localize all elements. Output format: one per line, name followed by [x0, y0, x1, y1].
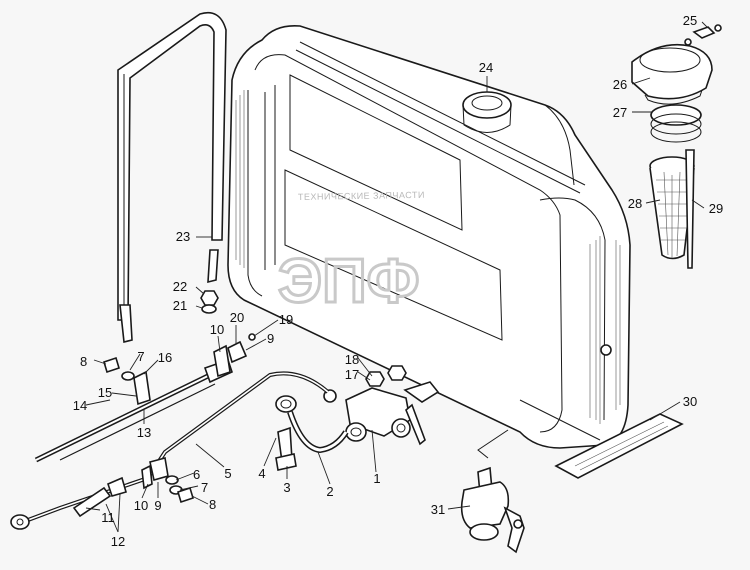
callout-10-upper: 10 [210, 322, 224, 337]
banjo-bolt [275, 426, 297, 471]
callout-26: 26 [613, 77, 627, 92]
callout-13: 13 [137, 425, 151, 440]
filler-cap [631, 43, 713, 105]
strap-nut [200, 290, 219, 314]
callout-14: 14 [73, 398, 87, 413]
callout-11: 11 [101, 510, 115, 525]
cap-chain [684, 24, 722, 46]
callout-31: 31 [431, 502, 445, 517]
callout-24: 24 [479, 60, 493, 75]
callout-28: 28 [628, 196, 642, 211]
pipe-clip-upper [213, 333, 256, 378]
callout-8-lower: 8 [209, 497, 216, 512]
callout-7-upper: 7 [137, 349, 144, 364]
callout-1: 1 [373, 471, 380, 486]
callout-21: 21 [173, 298, 187, 313]
callout-3: 3 [283, 480, 290, 495]
callout-5: 5 [224, 466, 231, 481]
pipe-fittings-lower [72, 476, 127, 518]
pipe-clamp [103, 356, 151, 406]
callout-8-upper: 8 [80, 354, 87, 369]
fuel-tank: ТЕХНИЧЕСКИЕ ЗАПЧАСТИ ЭПФ [227, 24, 631, 449]
callout-27: 27 [613, 105, 627, 120]
callout-25: 25 [683, 13, 697, 28]
watermark-logo: ЭПФ [278, 247, 420, 316]
filler-strainer [649, 149, 695, 269]
callout-20: 20 [230, 310, 244, 325]
callout-12: 12 [111, 534, 125, 549]
valve-bolts [365, 365, 407, 387]
callout-9-lower: 9 [154, 498, 161, 513]
callout-29: 29 [709, 201, 723, 216]
cap-gasket [650, 104, 702, 143]
pipe-clip-lower [141, 457, 194, 504]
mounting-plate [554, 413, 684, 479]
flexible-hose [275, 395, 349, 454]
leader-lines [85, 21, 709, 533]
callout-labels: 1 2 3 4 5 6 7 7 8 8 9 9 10 10 11 12 13 1… [73, 13, 723, 549]
callout-4: 4 [258, 466, 265, 481]
callout-6: 6 [193, 467, 200, 482]
watermark-text: ТЕХНИЧЕСКИЕ ЗАПЧАСТИ [298, 190, 425, 202]
callout-10-lower: 10 [134, 498, 148, 513]
callout-23: 23 [176, 229, 190, 244]
callout-9-upper: 9 [267, 331, 274, 346]
callout-15: 15 [98, 385, 112, 400]
drain-cock [460, 429, 525, 554]
callout-22: 22 [173, 279, 187, 294]
callout-2: 2 [326, 484, 333, 499]
callout-17: 17 [345, 367, 359, 382]
callout-16: 16 [158, 350, 172, 365]
callout-19: 19 [279, 312, 293, 327]
callout-18: 18 [345, 352, 359, 367]
callout-7-lower: 7 [201, 480, 208, 495]
tank-strap [117, 11, 227, 343]
callout-30: 30 [683, 394, 697, 409]
